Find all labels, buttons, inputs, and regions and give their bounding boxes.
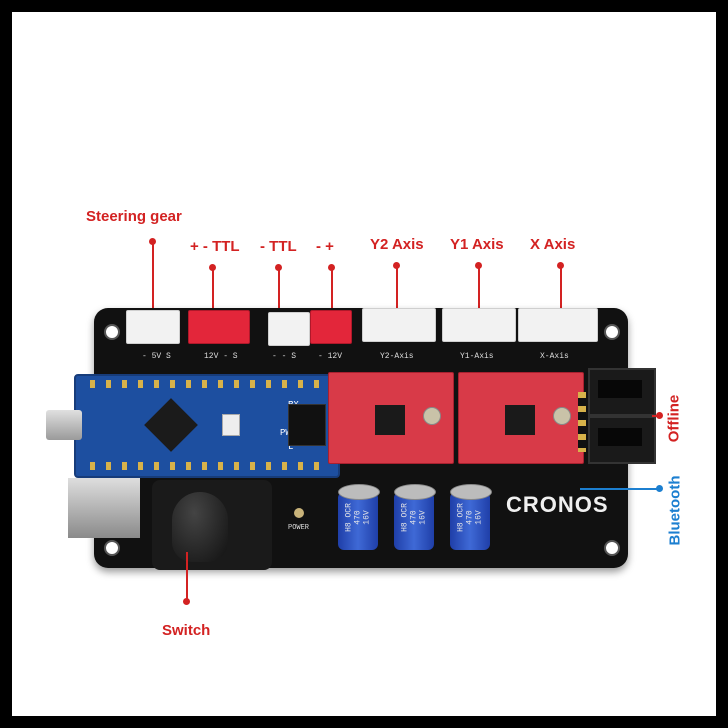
driver-potentiometer	[423, 407, 441, 425]
silk-conn4: - 12V	[318, 352, 343, 361]
usb-b-port	[68, 478, 140, 538]
label-minus-ttl: - TTL	[260, 238, 297, 255]
mount-hole-tr	[604, 324, 620, 340]
stepper-driver-y1	[458, 372, 584, 464]
reset-button	[222, 414, 240, 436]
mini-usb-port	[46, 410, 82, 440]
label-y2-axis: Y2 Axis	[370, 236, 424, 253]
leader-dot-steering	[149, 238, 156, 245]
jumper-header	[288, 404, 326, 446]
leader-dot-y1	[475, 262, 482, 269]
joystick-knob	[172, 492, 228, 562]
leader-line-y1	[478, 266, 480, 308]
label-switch: Switch	[162, 622, 211, 639]
driver-potentiometer	[553, 407, 571, 425]
label-x-axis: X Axis	[530, 236, 576, 253]
label-steering-gear: Steering gear	[86, 208, 182, 225]
leader-line-pm	[331, 268, 333, 308]
label-plus-minus-ttl: + - TTL	[190, 238, 240, 255]
leader-dot-ttl1	[209, 264, 216, 271]
silk-x: X-Axis	[540, 352, 569, 361]
leader-line-steering	[152, 242, 154, 308]
silk-conn2: 12V - S	[204, 352, 238, 361]
connector-x	[518, 308, 598, 342]
nano-pins-top	[90, 380, 326, 388]
silk-l: L	[288, 442, 294, 452]
mount-hole-bl	[104, 540, 120, 556]
stepper-driver-y2	[328, 372, 454, 464]
connector-ttl-2	[268, 312, 310, 346]
nano-mcu-chip	[144, 398, 198, 452]
power-led	[294, 508, 304, 518]
leader-dot-bluetooth	[656, 485, 663, 492]
leader-line-offline	[652, 415, 660, 417]
leader-dot-ttl2	[275, 264, 282, 271]
driver-chip	[505, 405, 535, 435]
connector-ttl-1	[188, 310, 250, 344]
label-bluetooth: Bluetooth	[666, 475, 684, 546]
leader-line-bluetooth	[580, 488, 658, 490]
connector-y2	[362, 308, 436, 342]
silk-y1: Y1-Axis	[460, 352, 494, 361]
connector-y1	[442, 308, 516, 342]
leader-dot-x	[557, 262, 564, 269]
capacitor-1: H8 OCR 470 16V	[338, 484, 380, 550]
mount-hole-br	[604, 540, 620, 556]
silk-conn1: - 5V S	[142, 352, 171, 361]
label-minus-plus: - +	[316, 238, 334, 255]
leader-dot-pm	[328, 264, 335, 271]
connector-power	[310, 310, 352, 344]
label-y1-axis: Y1 Axis	[450, 236, 504, 253]
leader-line-ttl2	[278, 268, 280, 308]
leader-line-x	[560, 266, 562, 308]
photo-frame: Steering gear + - TTL - TTL - + Y2 Axis …	[12, 12, 716, 716]
leader-line-switch	[186, 552, 188, 600]
mount-hole-tl	[104, 324, 120, 340]
silk-y2: Y2-Axis	[380, 352, 414, 361]
silk-conn3: - - S	[272, 352, 297, 361]
arduino-nano: RX TX PWR L	[46, 374, 340, 478]
connector-steering	[126, 310, 180, 344]
leader-line-y2	[396, 266, 398, 308]
leader-dot-y2	[393, 262, 400, 269]
leader-dot-switch	[183, 598, 190, 605]
header-offline-top	[588, 368, 656, 416]
nano-pins-bottom	[90, 462, 326, 470]
silk-power: POWER	[288, 524, 310, 532]
label-offline: Offline	[665, 394, 683, 443]
leader-line-ttl1	[212, 268, 214, 308]
cronos-logo: CRONOS	[506, 492, 609, 517]
driver-chip	[375, 405, 405, 435]
bluetooth-pins	[578, 392, 586, 452]
header-offline-bottom	[588, 416, 656, 464]
capacitor-2: H8 OCR 470 16V	[394, 484, 436, 550]
capacitor-3: H8 OCR 470 16V	[450, 484, 492, 550]
